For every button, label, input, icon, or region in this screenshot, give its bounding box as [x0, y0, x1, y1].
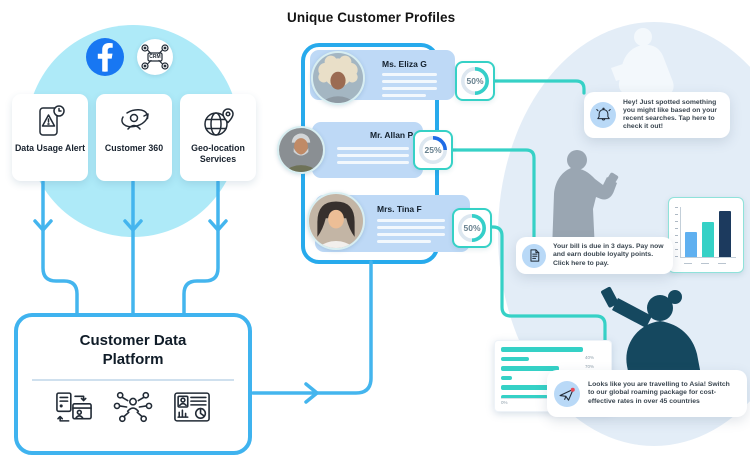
profile-card-allan: Mr. Allan P: [312, 122, 423, 178]
customer-360-icon: [121, 108, 149, 130]
network-person-icon: [113, 391, 153, 423]
hbar-baseline-label: 0%: [501, 400, 508, 405]
data-sync-icon: [55, 392, 92, 422]
avatar-eliza: [311, 51, 365, 105]
percent-badge-tina: 50%: [452, 208, 492, 248]
silhouette-reading-person: [611, 28, 674, 95]
profile-placeholder-lines: [337, 147, 409, 168]
mini-bar-chart-plot: [680, 207, 736, 258]
source-card-customer-360: Customer 360: [96, 94, 172, 181]
cdp-divider: [32, 379, 234, 381]
message-card-roaming: Looks like you are travelling to Asia! S…: [547, 370, 747, 417]
profile-placeholder-lines: [382, 73, 437, 101]
arrowhead-down-3: [208, 219, 228, 232]
source-card-data-usage-alert: Data Usage Alert: [12, 94, 88, 181]
profile-name: Mr. Allan P: [370, 130, 414, 140]
flow-line-cdp-to-profiles: [251, 260, 373, 395]
silhouette-man-with-phone: [552, 150, 619, 251]
source-card-label: Customer 360: [104, 143, 164, 153]
percent-label: 25%: [424, 145, 442, 155]
ring-progress: [419, 136, 447, 164]
percent-badge-allan: 25%: [413, 130, 453, 170]
hbar: [501, 394, 548, 399]
source-card-geo-location: Geo-location Services: [180, 94, 256, 181]
profile-name: Ms. Eliza G: [382, 59, 427, 69]
message-card-bill: Your bill is due in 3 days. Pay now and …: [516, 237, 673, 274]
arrowhead-down-1: [33, 219, 53, 232]
message-text: Your bill is due in 3 days. Pay now and …: [553, 243, 664, 267]
mini-bar-chart-xlabels: [684, 262, 726, 264]
globe-pin-icon: [204, 108, 234, 136]
hbar: [501, 385, 574, 390]
cdp-title: Customer Data Platform: [79, 332, 187, 368]
bill-icon: [522, 243, 546, 268]
percent-label: 50%: [463, 223, 481, 233]
phone-alert-icon: [39, 105, 65, 136]
source-card-label: Data Usage Alert: [14, 143, 86, 153]
hbar: [501, 356, 529, 361]
crm-icon: CRM: [137, 39, 173, 75]
message-text: Looks like you are travelling to Asia! S…: [588, 381, 730, 405]
mini-bar-chart-card: [668, 197, 744, 273]
avatar-tina: [307, 192, 365, 250]
hbar: [501, 347, 583, 352]
mini-bar: [719, 211, 731, 257]
cdp-box: Customer Data Platform: [14, 313, 252, 455]
message-card-recommendation: Hey! Just spotted something you might li…: [584, 92, 730, 138]
mini-bar: [702, 222, 714, 257]
message-text: Hey! Just spotted something you might li…: [623, 98, 718, 131]
percent-label: 50%: [466, 76, 484, 86]
ring-progress: [458, 214, 486, 242]
profile-placeholder-lines: [377, 219, 445, 247]
source-card-label: Geo-location Services: [191, 143, 245, 165]
page-title: Unique Customer Profiles: [287, 10, 456, 25]
report-dashboard-icon: [174, 392, 211, 422]
hbar-label: 70%: [585, 364, 595, 369]
hbar-label: 40%: [585, 354, 595, 360]
arrowhead-right: [304, 382, 319, 404]
ring-progress: [461, 67, 489, 95]
avatar-allan: [277, 126, 325, 174]
facebook-icon: [86, 38, 124, 76]
bell-icon: [590, 102, 616, 128]
paper-plane-icon: [554, 380, 580, 407]
hbar: [501, 366, 559, 371]
mini-bar-chart-yticks: [675, 207, 678, 258]
crm-label: CRM: [149, 54, 161, 60]
profile-name: Mrs. Tina F: [377, 204, 422, 214]
percent-badge-eliza: 50%: [455, 61, 495, 101]
mini-bar: [685, 232, 697, 257]
hbar: [501, 375, 512, 380]
